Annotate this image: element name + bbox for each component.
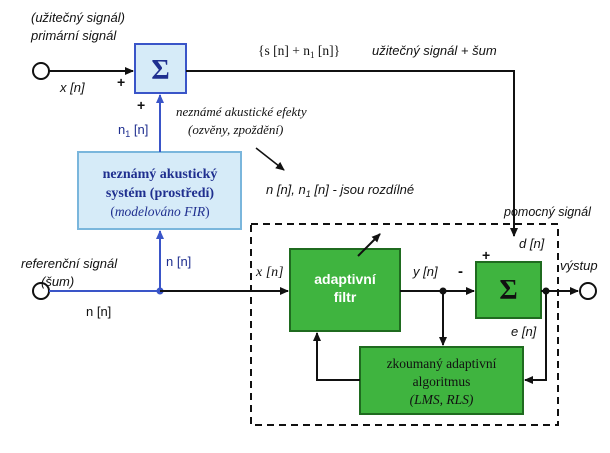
algorithm-line2: algoritmus <box>413 374 471 389</box>
signals-differ-label: n [n], n1 [n] - jsou rozdílné <box>266 182 414 199</box>
unknown-effects-line2: (ozvěny, zpoždění) <box>188 122 283 137</box>
n1-label-left: n1 [n] <box>118 122 148 139</box>
reference-n-label: n [n] <box>86 304 111 319</box>
error-feedback-line <box>524 291 547 384</box>
adaptive-algorithm-block <box>359 346 524 415</box>
output-terminal <box>579 282 597 300</box>
acoustic-box-line1: neznámý akustický <box>103 167 218 182</box>
adaptive-filter-line2: filtr <box>334 289 357 305</box>
d-n-label: d [n] <box>519 236 545 251</box>
output-label: výstup <box>560 258 598 273</box>
top-sum-plus-left: + <box>117 74 125 90</box>
adaptation-arrow <box>357 233 381 257</box>
sum-junction-right-sigma: Σ <box>499 275 517 306</box>
unknown-effects-line1: neznámé akustické efekty <box>176 104 307 119</box>
acoustic-box-line2: systém (prostředí) <box>106 186 215 201</box>
effects-pointer-arrow <box>255 147 285 171</box>
primary-x-label: x [n] <box>59 80 85 95</box>
useful-plus-noise-label: užitečný signál + šum <box>372 43 497 58</box>
aux-signal-label: pomocný signál <box>503 205 592 219</box>
algorithm-to-filter-line <box>313 332 360 381</box>
acoustic-box-line3: (modelováno FIR) <box>110 204 209 219</box>
primary-sum-output-line <box>186 70 518 237</box>
reference-noise-label: (šum) <box>41 274 74 289</box>
sum-junction-top-sigma: Σ <box>151 55 169 86</box>
adaptive-system-dashed-frame <box>250 223 559 426</box>
algorithm-line3: (LMS, RLS) <box>410 392 474 407</box>
adaptive-filter-block <box>289 248 401 332</box>
primary-signal-label: primární signál <box>30 28 117 43</box>
adaptive-filter-line1: adaptivní <box>314 271 377 287</box>
vertical-n-label: n [n] <box>166 254 191 269</box>
useful-signal-label: (užitečný signál) <box>31 10 125 25</box>
reference-signal-label: referenční signál <box>21 256 118 271</box>
y-n-label: y [n] <box>412 264 438 279</box>
top-sum-plus-bottom: + <box>137 97 145 113</box>
algorithm-line1: zkoumaný adaptivní <box>387 356 497 371</box>
sum-junction-top <box>134 43 187 94</box>
minus-label: - <box>458 263 463 280</box>
sum-output-formula: {s [n] + n1 [n]} <box>258 43 340 60</box>
primary-input-terminal <box>32 62 50 80</box>
right-sum-plus: + <box>482 247 490 263</box>
e-n-label: e [n] <box>511 324 537 339</box>
filter-x-label: x [n] <box>255 265 284 280</box>
